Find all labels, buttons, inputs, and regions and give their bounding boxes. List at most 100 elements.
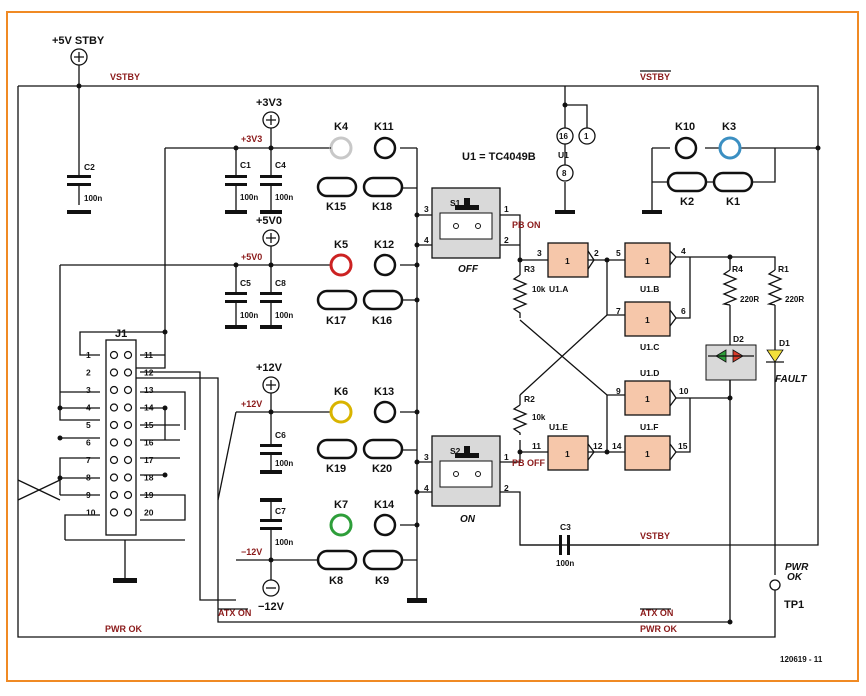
pin-number: 10 (86, 508, 96, 518)
svg-text:U1: U1 (558, 150, 569, 160)
svg-text:PB ON: PB ON (512, 220, 541, 230)
svg-text:1: 1 (565, 449, 570, 459)
svg-text:+5V0: +5V0 (241, 252, 262, 262)
svg-text:6: 6 (681, 306, 686, 316)
svg-text:D2: D2 (733, 334, 744, 344)
connector-pin (109, 385, 119, 395)
svg-text:VSTBY: VSTBY (640, 72, 670, 82)
svg-text:3: 3 (537, 248, 542, 258)
svg-text:+3V3: +3V3 (256, 97, 282, 109)
pin-number: 18 (144, 473, 154, 483)
pin-number: 9 (86, 490, 91, 500)
svg-text:PWR OK: PWR OK (105, 624, 142, 634)
svg-text:15: 15 (678, 441, 688, 451)
connector-pin (109, 455, 119, 465)
svg-text:ON: ON (460, 514, 476, 525)
svg-text:100n: 100n (275, 459, 293, 468)
svg-text:K9: K9 (375, 575, 389, 587)
svg-text:+3V3: +3V3 (241, 134, 262, 144)
svg-text:+12V: +12V (241, 399, 262, 409)
svg-text:+12V: +12V (256, 362, 283, 374)
svg-text:C6: C6 (275, 430, 286, 440)
pin-number: 16 (144, 438, 154, 448)
svg-text:3: 3 (424, 204, 429, 214)
svg-text:J1: J1 (115, 328, 127, 340)
connector-pin (123, 350, 133, 360)
svg-text:1: 1 (565, 256, 570, 266)
pin-number: 4 (86, 403, 91, 413)
svg-text:4: 4 (424, 483, 429, 493)
connector-pin (109, 403, 119, 412)
svg-text:11: 11 (532, 441, 541, 451)
svg-text:−12V: −12V (241, 547, 262, 557)
svg-text:K11: K11 (374, 121, 394, 133)
svg-text:K1: K1 (726, 196, 740, 208)
pin-number: 3 (86, 385, 91, 395)
svg-text:1: 1 (645, 449, 650, 459)
connector-pin (123, 385, 133, 395)
svg-text:220R: 220R (785, 295, 804, 304)
connector-pin (109, 368, 119, 377)
svg-text:C2: C2 (84, 162, 95, 172)
connector-pin (109, 350, 119, 360)
svg-text:2: 2 (594, 248, 599, 258)
supply-5vstby: +5V STBY (52, 35, 105, 66)
pin-number: 2 (86, 368, 91, 378)
pin-number: 20 (144, 508, 154, 518)
svg-text:PWR OK: PWR OK (640, 624, 677, 634)
svg-text:2: 2 (504, 235, 509, 245)
connector-pin (109, 473, 119, 482)
svg-text:9: 9 (616, 386, 621, 396)
svg-text:K20: K20 (372, 463, 392, 475)
svg-text:PWR: PWR (785, 562, 809, 573)
svg-text:100n: 100n (275, 311, 293, 320)
net-labels: VSTBY VSTBY VSTBY +3V3 +5V0 +12V −12V AT… (105, 70, 677, 634)
svg-text:ATX ON: ATX ON (640, 608, 673, 618)
connector-pin (109, 420, 119, 430)
figure-ref: 120619 - 11 (780, 655, 823, 664)
ground-symbols (113, 210, 662, 603)
svg-text:2: 2 (504, 483, 509, 493)
svg-text:K18: K18 (372, 201, 392, 213)
svg-text:ATX ON: ATX ON (218, 608, 251, 618)
supply-m12v: −12V (258, 579, 285, 613)
u1-supply: 16 1 U1 8 (556, 127, 596, 182)
svg-text:R4: R4 (732, 264, 743, 274)
svg-text:VSTBY: VSTBY (110, 72, 140, 82)
svg-text:K17: K17 (326, 315, 346, 327)
svg-text:C4: C4 (275, 160, 286, 170)
svg-text:3: 3 (424, 452, 429, 462)
svg-text:K2: K2 (680, 196, 694, 208)
svg-text:100n: 100n (556, 559, 574, 568)
svg-text:S2: S2 (450, 446, 461, 456)
svg-text:+5V0: +5V0 (256, 215, 282, 227)
test-point: PWR OK TP1 (769, 562, 809, 611)
svg-text:4: 4 (424, 235, 429, 245)
svg-text:10k: 10k (532, 413, 546, 422)
svg-text:U1.E: U1.E (549, 422, 568, 432)
pin-number: 6 (86, 438, 91, 448)
rail-label: +5V STBY (52, 35, 105, 47)
supply-12v: +12V (256, 362, 283, 394)
svg-text:K14: K14 (374, 499, 395, 511)
svg-text:U1.F: U1.F (640, 422, 658, 432)
svg-text:K4: K4 (334, 121, 349, 133)
led-d1: D1 FAULT (766, 338, 807, 385)
svg-text:C3: C3 (560, 522, 571, 532)
svg-text:FAULT: FAULT (775, 374, 807, 385)
switch-s2: S2 34 12 ON (424, 435, 509, 525)
pin-number: 8 (86, 473, 91, 483)
pin-number: 5 (86, 420, 91, 430)
pin-number: 17 (144, 455, 154, 465)
svg-text:8: 8 (562, 169, 567, 178)
connector-pin (123, 473, 133, 482)
svg-text:K15: K15 (326, 201, 346, 213)
svg-text:100n: 100n (84, 194, 102, 203)
svg-text:C7: C7 (275, 506, 286, 516)
